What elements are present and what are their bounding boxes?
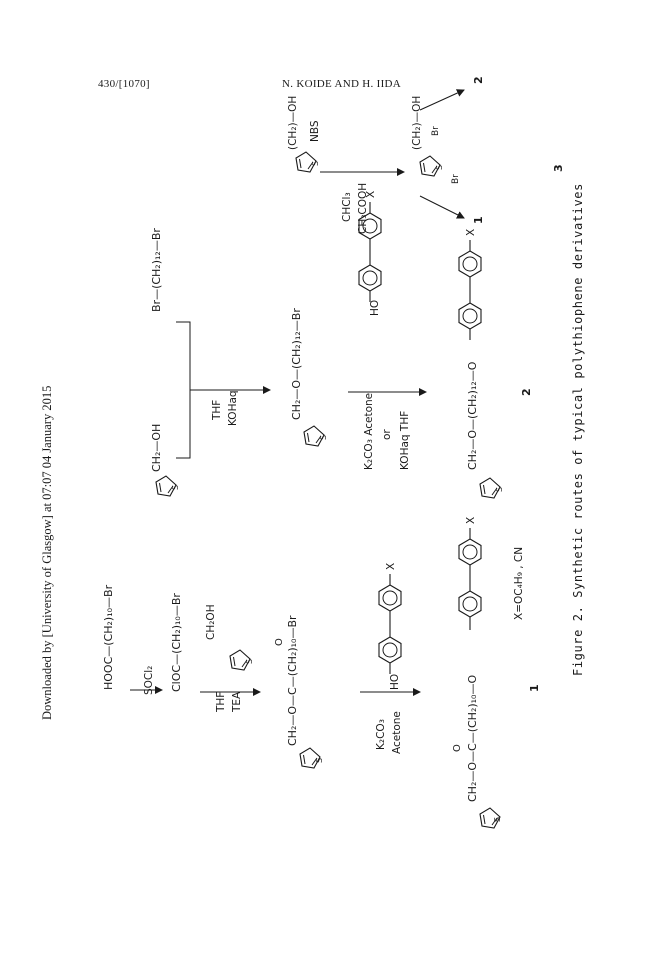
route3-reagent: NBS	[309, 120, 321, 142]
route-3: (CH₂)—OH S NBS CHCl₃ CH₃COOH (CH₂)—OH S …	[287, 76, 565, 234]
phenyl-ring	[458, 590, 482, 618]
route2-ether: CH₂—O—(CH₂)₁₂—Br	[290, 308, 303, 420]
route3-cond-a: CHCl₃	[341, 192, 353, 222]
route3-br-1: Br	[431, 126, 441, 136]
phenyl-ring	[458, 302, 482, 330]
ring-s-label: S	[171, 485, 180, 490]
page-number: 430/[1070]	[98, 78, 150, 90]
route1-cond-a: THF	[215, 692, 227, 713]
ring-s-label: S	[435, 165, 444, 170]
route3-to-1: 1	[472, 216, 485, 224]
route2-product-x: X	[465, 229, 477, 236]
route1-start: HOOC—(CH₂)₁₀—Br	[102, 584, 115, 690]
route1-x-definition: X=OC₄H₉ , CN	[513, 547, 525, 620]
route2-dibromide: Br—(CH₂)₁₂—Br	[150, 228, 163, 312]
phenyl-ring	[458, 538, 482, 566]
ring-s-label: S	[493, 817, 502, 822]
route1-co-reactant: CH₂OH	[205, 604, 217, 640]
route2-start: CH₂—OH	[150, 424, 163, 472]
route2-cond2-or: or	[381, 429, 393, 440]
ring-s-label: S	[495, 487, 504, 492]
route3-branch-arrow-1	[419, 195, 465, 219]
phenyl-ring	[378, 584, 402, 612]
ring-s-label: S	[319, 435, 328, 440]
route1-cond2-a: K₂CO₃	[375, 719, 387, 750]
route1-product: CH₂—O—C—(CH₂)₁₀—O	[466, 675, 479, 802]
phenyl-ring	[378, 636, 402, 664]
route1-phenol-ho: HO	[389, 674, 401, 690]
ring-s-label: S	[315, 758, 324, 763]
figure-caption: Figure 2. Synthetic routes of typical po…	[571, 183, 585, 676]
route1-number: 1	[528, 684, 541, 692]
route-2: CH₂—OH S Br—(CH₂)₁₂—Br THF KOHaq CH₂—O—(…	[150, 191, 533, 499]
route2-cond2-a: K₂CO₃ Acetone	[363, 393, 375, 470]
route1-reagent1: SOCl₂	[143, 666, 155, 695]
phenyl-ring	[358, 264, 382, 292]
route3-cond-b: CH₃COOH	[357, 183, 369, 234]
route1-product-o: O	[452, 744, 463, 752]
route1-phenol-x: X	[385, 563, 397, 570]
route2-number: 2	[520, 388, 533, 396]
ring-s-label: S	[311, 161, 320, 166]
route3-to-2: 2	[472, 76, 485, 84]
route3-product: (CH₂)—OH	[411, 96, 423, 150]
route2-cond2-b: KOHaq THF	[399, 411, 411, 470]
route3-br-2: Br	[451, 174, 461, 184]
route1-ester: CH₂—O—C—(CH₂)₁₀—Br	[286, 615, 299, 746]
route1-product-x: X	[465, 517, 477, 524]
route1-cond2-b: Acetone	[391, 711, 403, 754]
route2-cond-b: KOHaq	[227, 390, 239, 426]
route2-product: CH₂—O—(CH₂)₁₂—O	[466, 361, 479, 470]
route1-cond-b: TEA	[231, 691, 243, 713]
ring-s-label: S	[245, 659, 254, 664]
route3-start: (CH₂)—OH	[287, 96, 299, 150]
running-head-authors: N. KOIDE AND H. IIDA	[282, 78, 402, 90]
route2-phenol-x: X	[365, 191, 377, 198]
route1-ester-o: O	[274, 638, 285, 646]
route-1: HOOC—(CH₂)₁₀—Br SOCl₂ ClOC—(CH₂)₁₀—Br CH…	[102, 517, 541, 829]
route2-phenol-ho: HO	[369, 300, 381, 316]
phenyl-ring	[458, 250, 482, 278]
route2-cond-a: THF	[211, 400, 223, 421]
route1-acid-chloride: ClOC—(CH₂)₁₀—Br	[170, 593, 183, 692]
route2-bracket	[176, 321, 191, 459]
route3-number: 3	[552, 164, 565, 172]
route3-branch-arrow-2	[419, 89, 465, 111]
